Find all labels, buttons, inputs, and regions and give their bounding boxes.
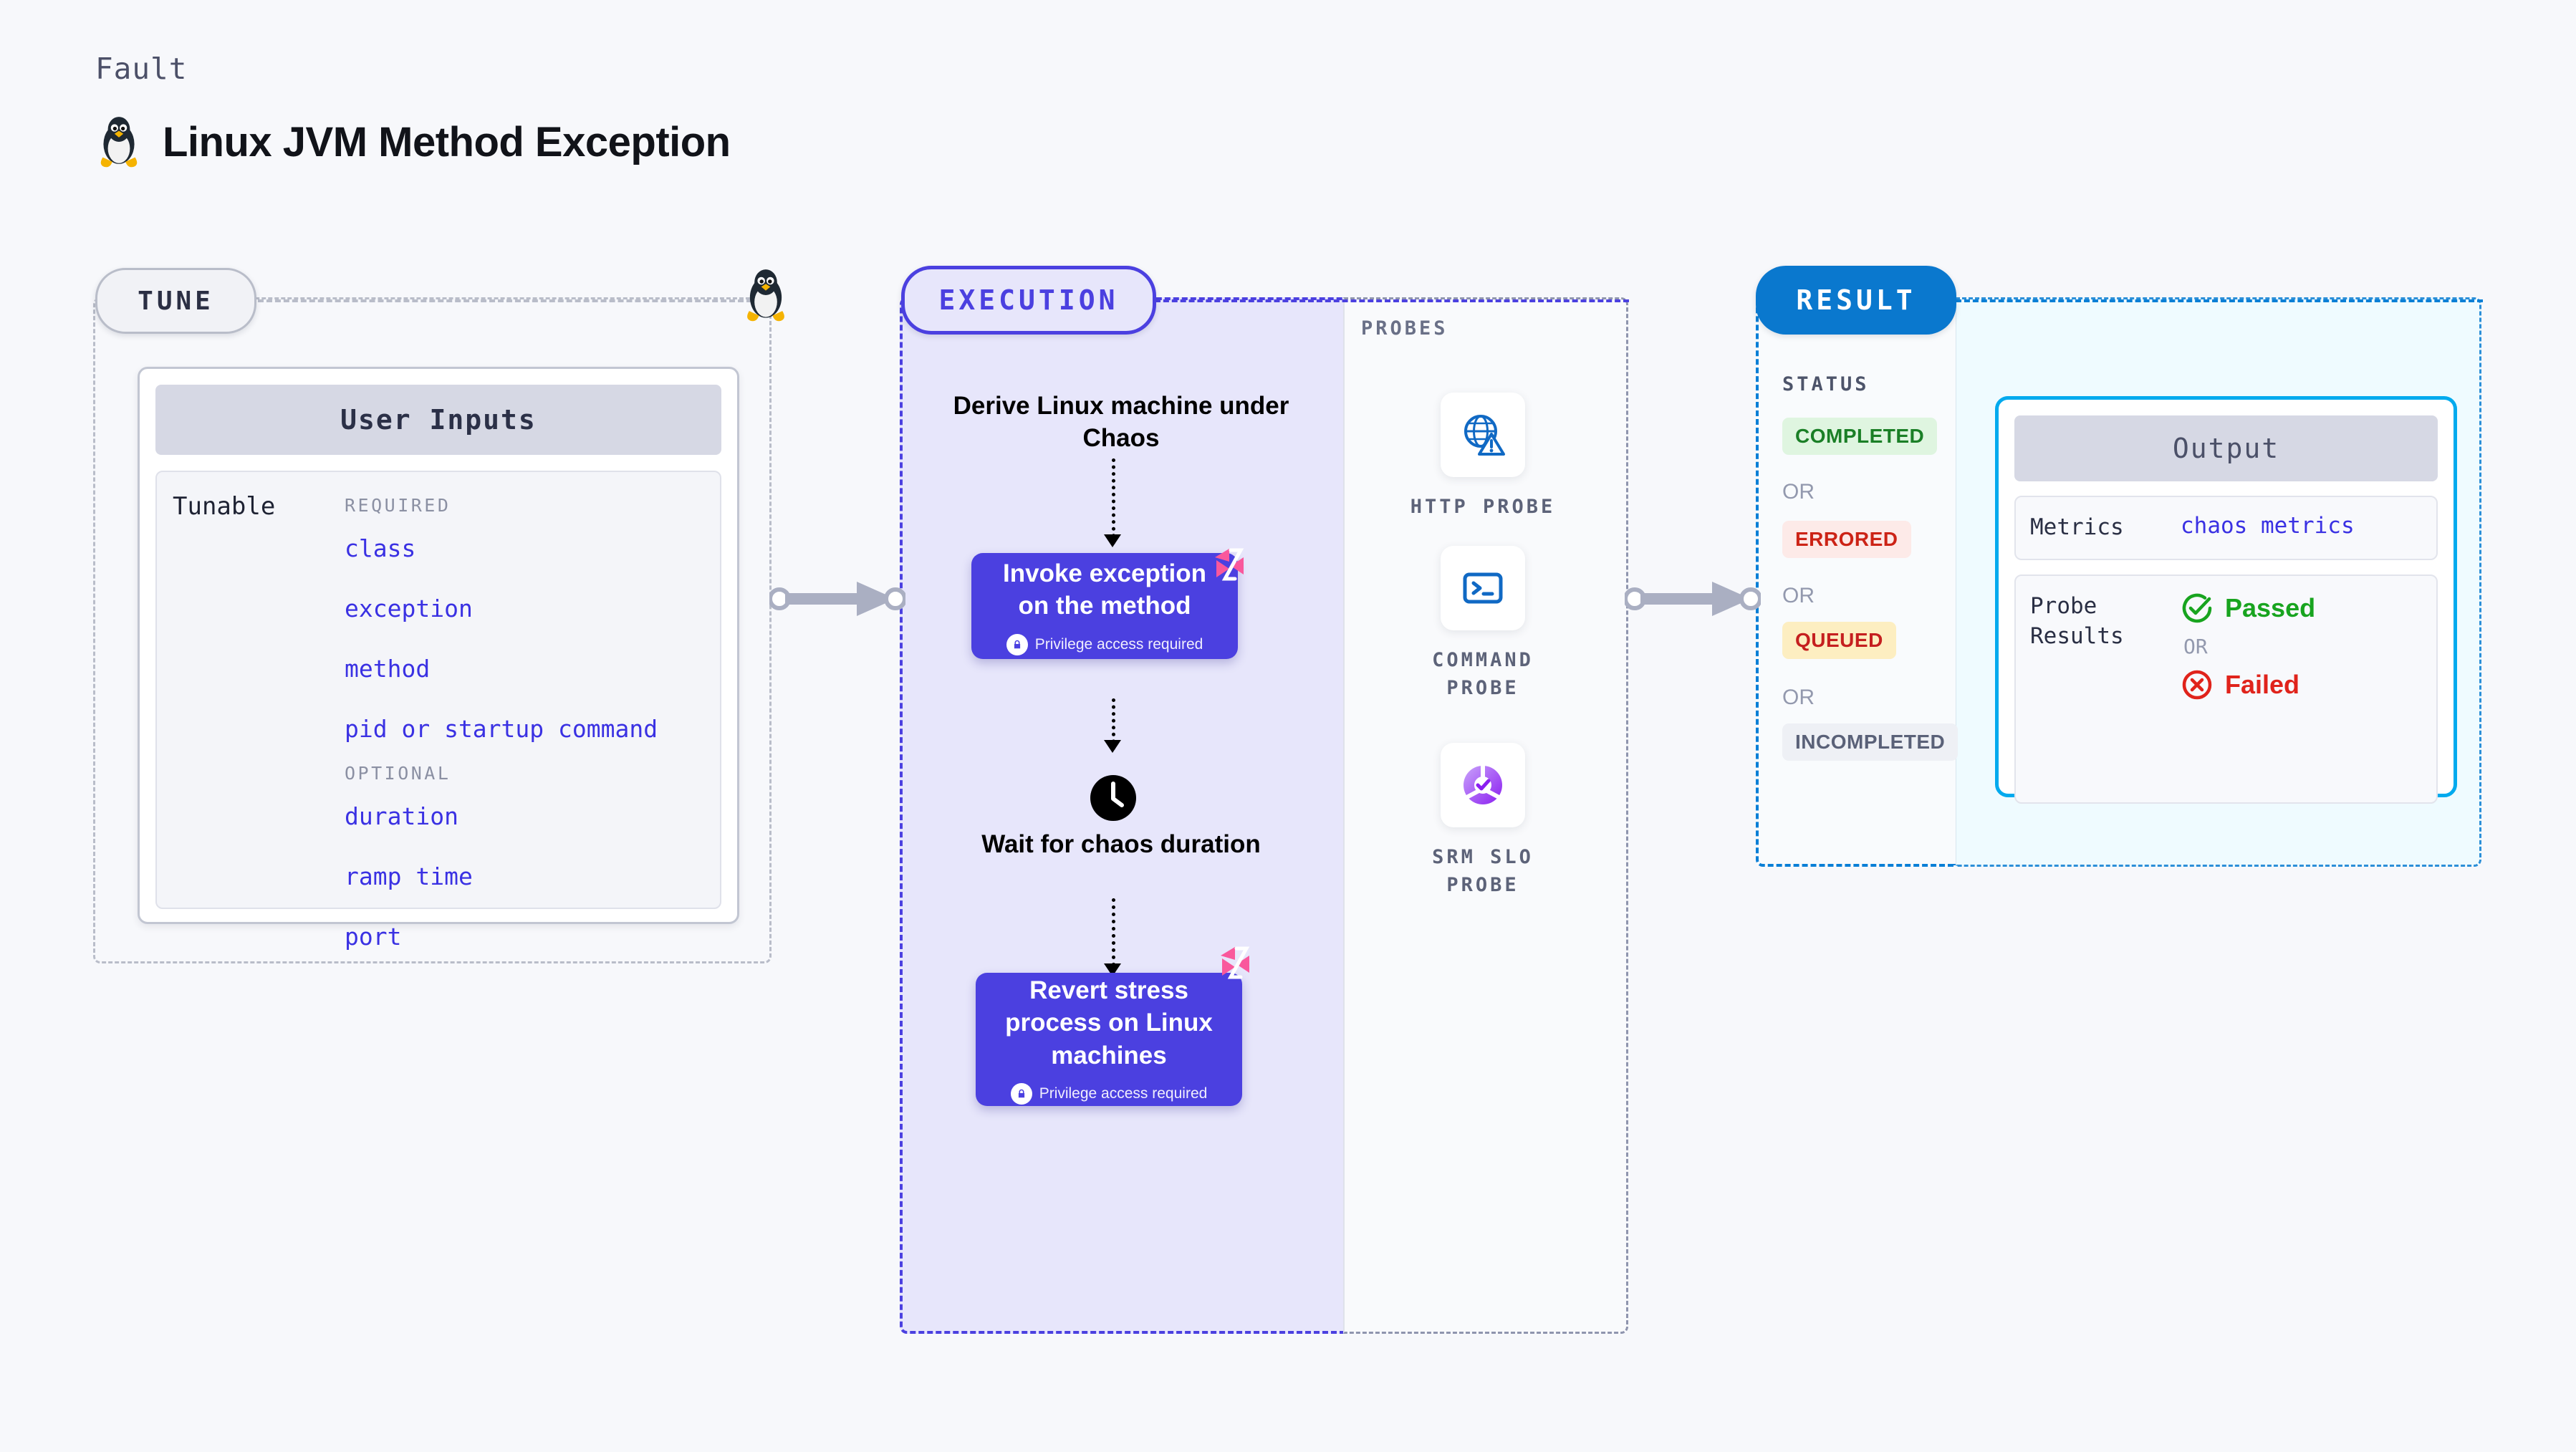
probe-result-failed-label: Failed <box>2225 669 2300 699</box>
tunable-item-port[interactable]: port <box>345 923 402 951</box>
x-circle-icon <box>2182 670 2212 700</box>
probe-http[interactable]: HTTP PROBE <box>1390 393 1576 521</box>
probes-to-result-arrow <box>1625 582 1761 616</box>
probe-result-passed-label: Passed <box>2225 592 2316 622</box>
tunable-item-exception[interactable]: exception <box>345 595 473 622</box>
tunable-item-class[interactable]: class <box>345 534 416 562</box>
lock-icon <box>1006 633 1028 655</box>
result-pill[interactable]: RESULT <box>1756 266 1956 335</box>
lock-icon <box>1010 1083 1032 1105</box>
privilege-note: Privilege access required <box>1010 1083 1208 1105</box>
output-row-probe-results: Probe Results Passed OR Failed <box>2014 574 2438 804</box>
privilege-note: Privilege access required <box>1006 633 1203 655</box>
probe-command[interactable]: COMMAND PROBE <box>1390 546 1576 702</box>
tunable-item-method[interactable]: method <box>345 655 431 683</box>
status-or-2: OR <box>1782 584 1815 607</box>
status-badge-errored: ERRORED <box>1782 521 1911 558</box>
probe-results-values: Passed OR Failed <box>2181 592 2315 701</box>
tune-connector-line <box>258 299 752 302</box>
probe-tile <box>1441 743 1525 827</box>
optional-group-title: OPTIONAL <box>345 763 451 784</box>
execution-step-revert-label: Revert stress process on Linux machines <box>1005 976 1213 1069</box>
check-circle-icon <box>2182 593 2212 623</box>
tune-to-execution-arrow <box>769 582 905 616</box>
srm-slo-check-icon <box>1463 765 1503 804</box>
execution-step-derive-text: Derive Linux machine under Chaos <box>953 392 1289 452</box>
result-column <box>1756 297 1956 867</box>
status-or-1: OR <box>1782 480 1815 504</box>
output-probe-results-key: Probe Results <box>2030 592 2124 649</box>
required-group-title: REQUIRED <box>345 495 451 516</box>
result-connector-line <box>1956 299 2483 302</box>
tunable-item-duration[interactable]: duration <box>345 802 458 830</box>
output-header: Output <box>2014 415 2438 481</box>
execution-step-revert-box[interactable]: Revert stress process on Linux machines … <box>976 973 1242 1106</box>
probe-tile <box>1441 546 1525 630</box>
tune-pill[interactable]: TUNE <box>95 268 256 334</box>
harness-chaos-icon <box>1221 946 1250 979</box>
probe-label: SRM SLO PROBE <box>1432 846 1534 897</box>
tunable-item-ramp-time[interactable]: ramp time <box>345 862 473 890</box>
execution-step-invoke-label: Invoke exception on the method <box>1003 559 1206 620</box>
execution-step-invoke-box[interactable]: Invoke exception on the method Privilege… <box>971 553 1238 659</box>
terminal-prompt-icon <box>1463 572 1503 604</box>
execution-pill[interactable]: EXECUTION <box>901 266 1156 335</box>
linux-penguin-icon <box>100 117 138 168</box>
output-row-metrics: Metrics chaos metrics <box>2014 496 2438 560</box>
status-title: STATUS <box>1782 373 1870 395</box>
output-metrics-value[interactable]: chaos metrics <box>2181 513 2355 539</box>
user-inputs-header: User Inputs <box>155 385 721 455</box>
tunable-label: Tunable <box>173 492 276 521</box>
page-title-row: Linux JVM Method Exception <box>95 115 731 169</box>
status-badge-completed: COMPLETED <box>1782 418 1938 455</box>
execution-step-wait-text: Wait for chaos duration <box>981 830 1261 858</box>
linux-penguin-icon <box>747 269 784 322</box>
tunable-list: REQUIRED class exception method pid or s… <box>345 492 713 951</box>
probe-tile <box>1441 393 1525 477</box>
probes-title: PROBES <box>1361 317 1448 340</box>
probe-result-passed: Passed <box>2181 592 2315 625</box>
user-inputs-body: Tunable REQUIRED class exception method … <box>155 471 721 951</box>
privilege-note-label: Privilege access required <box>1034 635 1203 653</box>
probe-srm-slo[interactable]: SRM SLO PROBE <box>1390 743 1576 899</box>
harness-chaos-icon <box>1215 548 1244 581</box>
probe-label: COMMAND PROBE <box>1432 649 1534 700</box>
probe-result-failed: Failed <box>2181 668 2315 701</box>
user-inputs-card: User Inputs Tunable REQUIRED class excep… <box>138 367 739 951</box>
status-badge-queued: QUEUED <box>1782 622 1896 659</box>
output-card: Output Metrics chaos metrics Probe Resul… <box>1995 396 2457 804</box>
output-metrics-key: Metrics <box>2030 514 2124 540</box>
globe-warning-icon <box>1464 415 1505 456</box>
page-title: Linux JVM Method Exception <box>163 118 731 165</box>
privilege-note-label: Privilege access required <box>1039 1085 1208 1102</box>
clock-icon <box>1090 775 1136 821</box>
status-or-3: OR <box>1782 686 1815 709</box>
status-badge-incompleted: INCOMPLETED <box>1782 723 1959 761</box>
tunable-item-pid-or-startup-command[interactable]: pid or startup command <box>345 715 658 743</box>
execution-connector-line <box>1155 299 1629 302</box>
page-kicker: Fault <box>95 52 188 86</box>
tune-column <box>93 297 772 963</box>
probe-label: HTTP PROBE <box>1410 496 1556 518</box>
probe-result-or: OR <box>2183 634 2208 658</box>
